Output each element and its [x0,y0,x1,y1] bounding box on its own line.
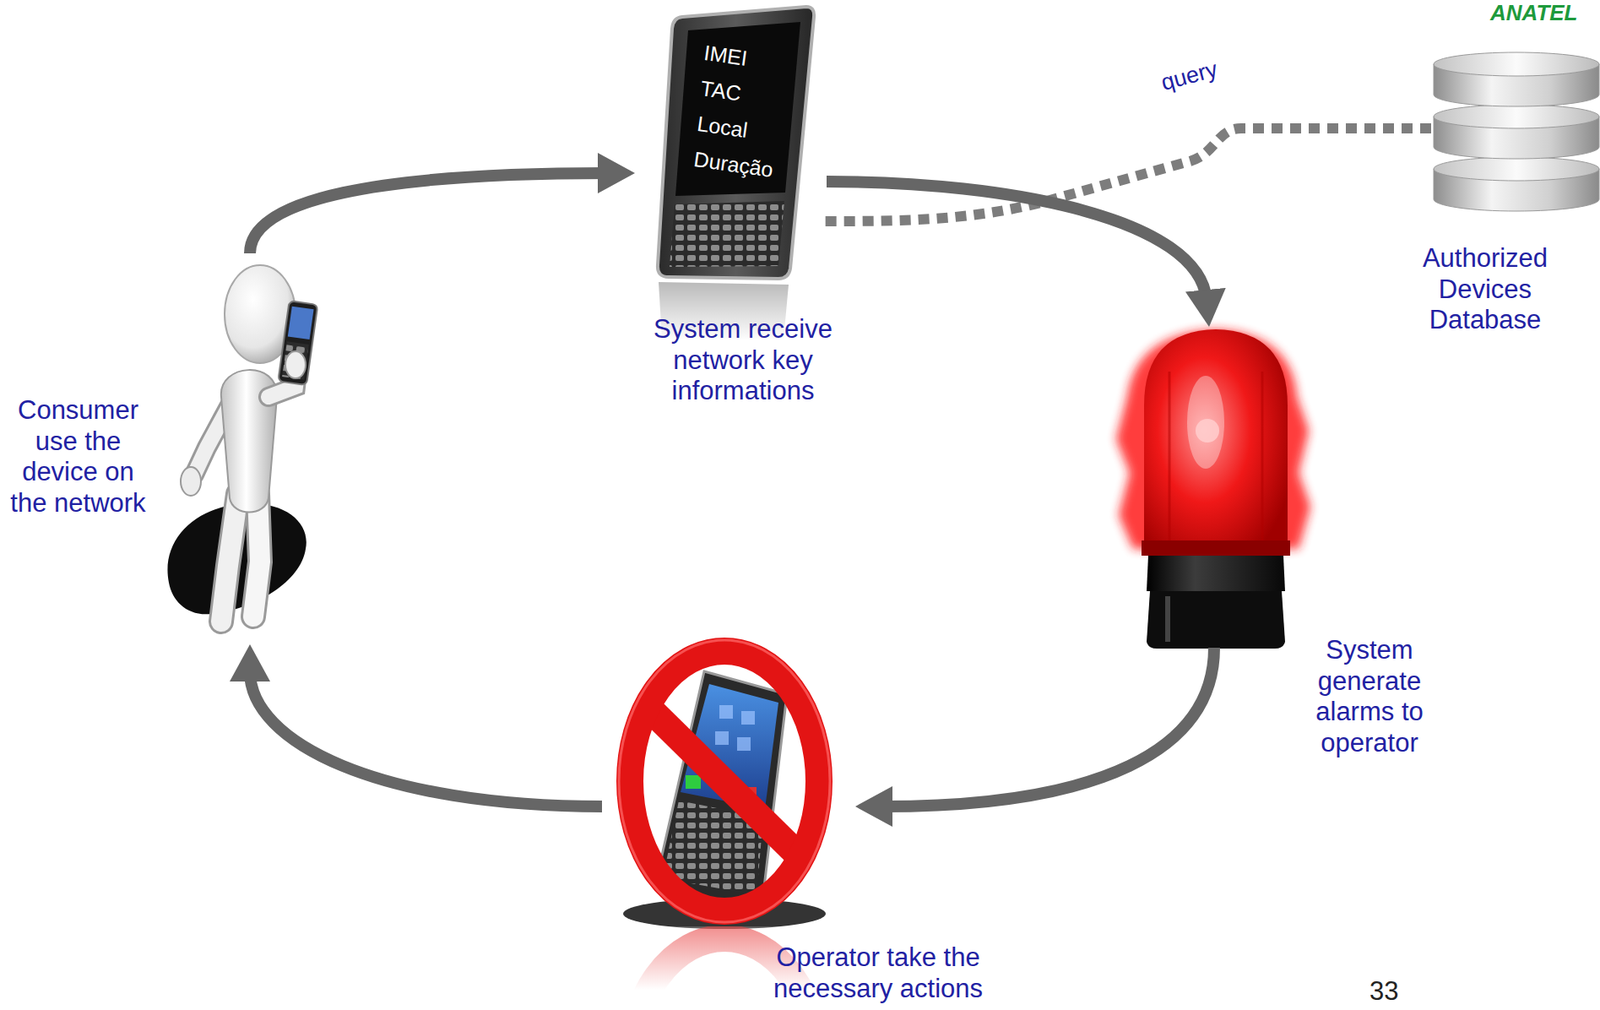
siren-illustration [1116,329,1311,649]
blocked-device-illustration-part [618,640,830,923]
edge-label: query [1158,56,1221,98]
flow-arrow [826,181,1207,300]
network-phone-node: IMEITACLocalDuraçãoSystem receive networ… [650,8,819,279]
siren-illustration-part [1187,375,1225,469]
siren-illustration-part [1144,329,1288,554]
consumer-illustration-part [180,466,201,496]
blocked-device-node: Operator take the necessary actions [617,637,832,925]
consumer-illustration-part [221,493,239,622]
blocked-device-illustration-part [629,650,819,912]
query-link [818,128,1432,222]
phone-illustration-part [657,6,814,279]
database-illustration-part [1433,104,1600,129]
stage-caption: System generate alarms to operator [1306,634,1433,759]
consumer-illustration-part-part [287,306,315,340]
blocked-device-illustration-part-part [741,710,755,725]
blocked-device-illustration-part-part [641,700,809,866]
stage-caption: Consumer use the device on the network [4,395,152,519]
database-illustration [1433,52,1600,212]
consumer-illustration-part-part [282,341,310,380]
flow-layer [249,173,1215,807]
logo-text: ANATEL [1490,0,1579,27]
flow-arrow [249,671,603,807]
siren-illustration-part [1169,371,1263,549]
flow-arrow [882,647,1215,807]
database-illustration-part [1433,52,1600,76]
stage-caption: Authorized Devices Database [1400,243,1570,337]
siren-illustration-part [1141,540,1291,556]
database-node: Authorized Devices Database [1431,46,1600,212]
consumer-illustration-part [285,351,306,379]
consumer-illustration [167,265,318,622]
stage-caption: System receive network key informations [645,314,841,407]
phone-illustration-part [675,21,801,196]
database-illustration-part [1433,157,1600,181]
screen-field: Local [695,111,749,144]
screen-field: Duração [692,146,776,183]
screen-field: IMEI [702,40,749,71]
phone-illustration [650,6,814,342]
page-number: 33 [1369,976,1399,1008]
consumer-illustration-part [277,300,318,386]
blocked-device-illustration-part-part [737,737,751,751]
siren-illustration-part [1146,555,1286,592]
blocked-device-illustration-part-part [719,705,733,719]
flow-arrow [249,173,608,254]
screen-field: TAC [699,75,744,107]
alarm-siren-node: System generate alarms to operator [1122,326,1308,648]
siren-illustration-part [1165,596,1171,642]
blocked-device-illustration-part-part [685,775,701,789]
blocked-device-illustration-part-part [715,731,729,745]
phone-illustration-part [669,200,785,267]
consumer-illustration-part [221,493,239,622]
siren-illustration-part [1146,591,1286,649]
stage-caption: Operator take the necessary actions [764,942,993,1004]
consumer-node: Consumer use the device on the network [168,253,315,630]
siren-illustration-part [1195,418,1220,443]
consumer-illustration-part-part [277,300,318,386]
query-layer [818,128,1432,222]
